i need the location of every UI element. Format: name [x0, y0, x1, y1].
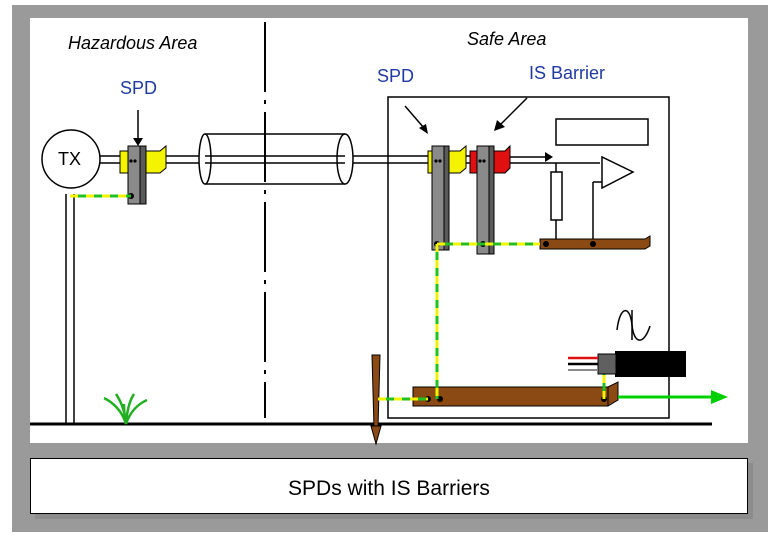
amplifier-triangle-icon	[601, 155, 635, 190]
spd-left-label: SPD	[120, 78, 158, 98]
caption: SPDs with IS Barriers	[288, 477, 490, 500]
barrier-arrow	[499, 97, 528, 126]
resistor-icon	[550, 171, 563, 221]
is-barrier-label: IS Barrier	[529, 63, 606, 83]
earth-spike	[371, 354, 381, 429]
instrument-box	[555, 118, 649, 146]
power-supply-block	[615, 351, 686, 377]
ground-grass-icon	[103, 393, 148, 425]
ac-sine-icon	[616, 309, 651, 341]
spd-right-device	[427, 144, 467, 251]
is-barrier-device	[469, 144, 511, 255]
transmitter-label: TX	[58, 149, 82, 169]
transmitter-circle	[41, 129, 101, 189]
spd-right-arrowhead	[419, 124, 428, 134]
spd-right-label: SPD	[377, 66, 415, 86]
barrier-arrowhead	[494, 120, 505, 131]
spd-left-device	[119, 144, 167, 205]
earth-spike-tip	[370, 425, 382, 446]
output-arrowhead	[711, 390, 728, 404]
cable-conduit	[198, 133, 354, 185]
spd-left-arrowhead	[133, 138, 143, 146]
ground-wires	[70, 194, 606, 401]
spd-right-arrow	[404, 105, 425, 129]
upper-earth-bar	[539, 235, 651, 250]
safe-area-label: Safe Area	[467, 29, 547, 49]
safe-area-enclosure	[387, 96, 670, 419]
hazardous-area-label: Hazardous Area	[68, 33, 198, 53]
caption-box: SPDs with IS Barriers	[30, 458, 748, 514]
